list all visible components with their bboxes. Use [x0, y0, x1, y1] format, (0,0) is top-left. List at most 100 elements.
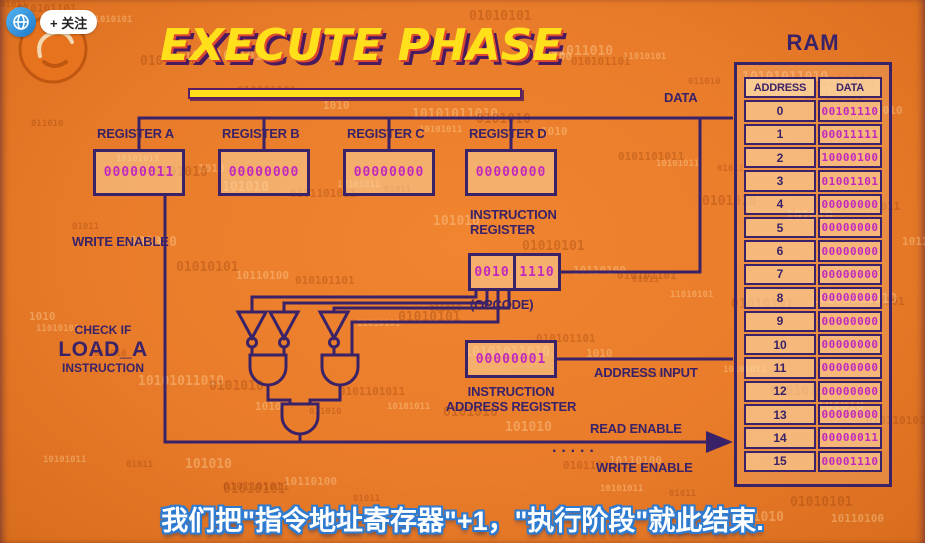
binary-noise: 0101101011	[618, 150, 685, 163]
binary-noise: 011010	[94, 349, 127, 359]
ram-data-cell: 00000000	[818, 310, 882, 332]
not-gate-bubble-icon	[246, 336, 258, 349]
ram-address-cell: 3	[744, 170, 816, 192]
binary-noise: 10101011	[387, 402, 431, 412]
data-bus-label: DATA	[664, 90, 698, 105]
binary-noise: 0101101011	[563, 459, 630, 472]
check-if-line1: CHECK IF	[74, 323, 132, 337]
opcode-value: 0010	[474, 264, 510, 280]
register-value: 00000000	[228, 165, 300, 180]
binary-noise: 11010101	[124, 237, 168, 247]
binary-noise: 0101101011	[339, 385, 406, 398]
binary-noise: 01011	[353, 494, 381, 504]
binary-noise: 010101101	[571, 55, 631, 68]
register-value: 00000000	[475, 165, 547, 180]
binary-noise: 10101011	[43, 455, 87, 465]
ram-data-cell: 10000100	[818, 147, 882, 169]
binary-noise: 10101011010	[527, 44, 614, 59]
ram-header-data: DATA	[818, 77, 882, 99]
binary-noise: 11010101	[670, 290, 714, 300]
uploader-avatar[interactable]	[6, 7, 36, 37]
ram-address-cell: 8	[744, 287, 816, 309]
instruction-register-operand-box: 1110	[513, 253, 561, 291]
register-value-box: 00000011	[93, 149, 185, 196]
check-if-block: CHECK IF LOAD_A INSTRUCTION	[44, 323, 162, 376]
ram-address-cell: 6	[744, 240, 816, 262]
binary-noise: 011010	[31, 119, 64, 129]
binary-noise: 0101010	[702, 194, 757, 209]
binary-noise: 10101011	[600, 484, 644, 494]
binary-noise: 011010	[631, 370, 664, 380]
binary-noise: 11010101	[623, 52, 667, 62]
binary-noise: 11010101	[357, 319, 401, 329]
binary-noise: 10110100	[831, 512, 884, 525]
binary-noise: 011010	[688, 77, 721, 87]
register-value-box: 00000000	[465, 149, 557, 196]
ram-data-cell: 00000000	[818, 333, 882, 356]
ram-data-cell: 00000000	[818, 380, 882, 402]
subtitle: 我们把"指令地址寄存器"+1，"执行阶段"就此结束.	[161, 506, 764, 536]
instruction-address-register-value: 00000001	[475, 351, 547, 367]
ram-address-cell: 11	[744, 357, 816, 379]
binary-noise: 01011	[632, 275, 660, 285]
binary-noise: 011010	[309, 407, 342, 417]
binary-noise: 10110100	[236, 269, 289, 282]
instruction-register-label-line2: REGISTER	[470, 222, 535, 237]
opcode-caption: (OPCODE)	[470, 297, 534, 312]
register-label: REGISTER D	[469, 126, 547, 141]
iar-label-line2: ADDRESS REGISTER	[445, 399, 577, 414]
ram-address-cell: 9	[744, 310, 816, 332]
binary-noise: 01010101	[140, 54, 203, 69]
not-gate-icon	[267, 310, 301, 342]
binary-noise: 01011	[72, 222, 100, 232]
binary-noise: 1010	[29, 310, 56, 323]
binary-noise: 0101010	[209, 379, 264, 394]
ram-address-cell: 0	[744, 100, 816, 122]
ram-address-cell: 4	[744, 193, 816, 216]
register-value-box: 00000000	[343, 149, 435, 196]
binary-noise: 11010101	[89, 15, 133, 25]
ram-address-cell: 12	[744, 380, 816, 402]
register-label: REGISTER C	[347, 126, 425, 141]
title-underline	[188, 88, 522, 99]
instruction-register-label: INSTRUCTION REGISTER	[470, 207, 557, 237]
and-gates	[248, 353, 360, 436]
binary-noise: 01011	[669, 489, 697, 499]
read-enable-arrow-icon	[706, 431, 733, 453]
operand-value: 1110	[519, 264, 555, 280]
check-if-line2: LOAD_A	[58, 337, 148, 361]
globe-icon	[13, 14, 29, 30]
ram-header-address: ADDRESS	[744, 77, 816, 99]
binary-noise: 01011	[126, 460, 154, 470]
ram-address-cell: 1	[744, 123, 816, 146]
follow-button[interactable]: + 关注	[40, 10, 98, 34]
binary-noise: 10110100	[902, 235, 925, 248]
not-gate-bubble-icon	[278, 336, 290, 349]
and-gate-icon	[320, 353, 360, 387]
ram-address-cell: 14	[744, 427, 816, 449]
binary-noise: 101010	[505, 420, 552, 435]
register-value-box: 00000000	[218, 149, 310, 196]
ram-data-cell: 00000000	[818, 357, 882, 379]
binary-noise: 11010101	[398, 509, 442, 519]
ram-data-cell: 01001101	[818, 170, 882, 192]
not-gate-icon	[317, 310, 351, 342]
iar-label-line1: INSTRUCTION	[467, 384, 555, 399]
binary-noise: 10110100	[609, 454, 662, 467]
register-value: 00000011	[103, 165, 175, 180]
binary-noise: 1010	[198, 162, 225, 175]
check-if-line3: INSTRUCTION	[62, 360, 144, 375]
binary-noise: 0101101011	[223, 480, 290, 493]
register-block: REGISTER D 00000000	[465, 126, 557, 196]
ram-data-cell: 00000000	[818, 217, 882, 239]
register-label: REGISTER A	[97, 126, 174, 141]
instruction-register-label-line1: INSTRUCTION	[470, 207, 557, 222]
write-enable-right-label: WRITE ENABLE	[596, 460, 693, 475]
binary-noise: 101010	[737, 510, 784, 525]
binary-noise: 10101011010	[184, 49, 271, 64]
binary-noise: 10110100	[519, 50, 572, 63]
